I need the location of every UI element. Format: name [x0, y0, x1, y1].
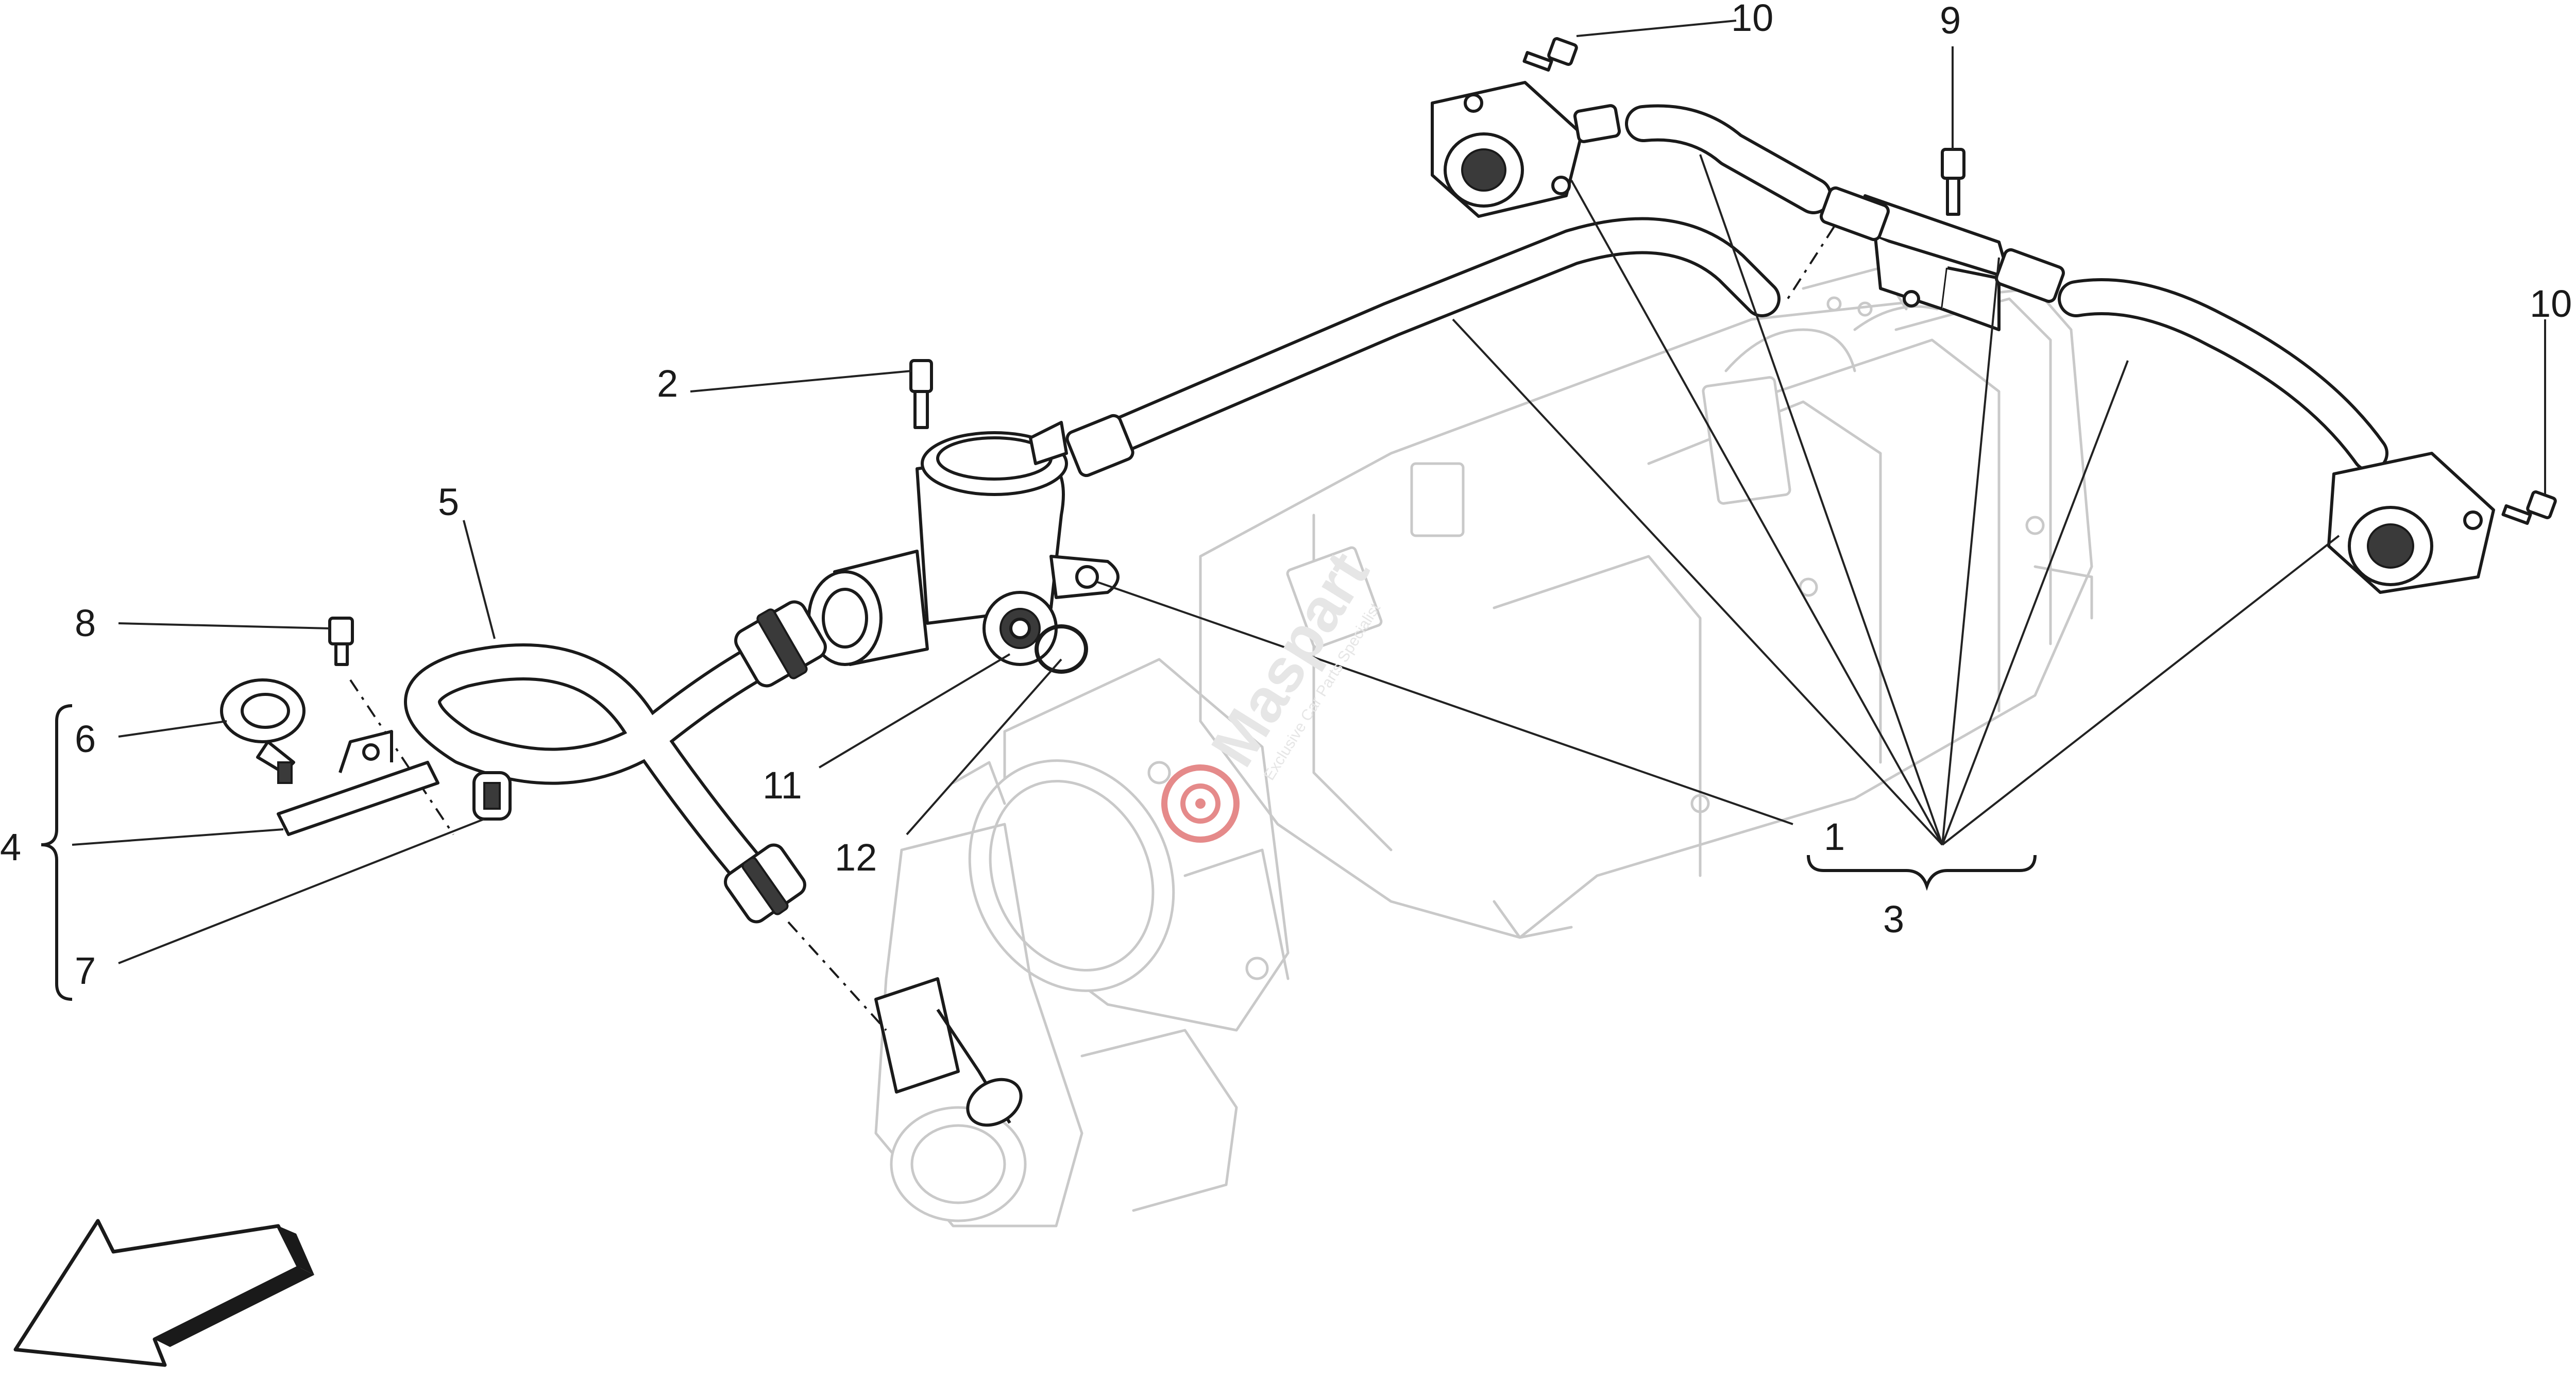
intake-manifold-ghost [1199, 266, 2093, 939]
callout-11: 11 [762, 764, 802, 807]
bracket-4[interactable] [277, 730, 439, 836]
callout-5: 5 [438, 481, 459, 523]
screw-8-axis [349, 679, 454, 836]
cover-top-left[interactable] [1431, 81, 1583, 218]
screw-10-top[interactable] [1522, 37, 1578, 72]
clip-7[interactable] [472, 771, 512, 821]
hose-right[interactable] [2058, 278, 2388, 472]
callout-6: 6 [75, 718, 96, 760]
screw-2[interactable] [909, 359, 933, 429]
cover-right[interactable] [2327, 452, 2495, 594]
callout-9: 9 [1940, 0, 1961, 42]
callout-12: 12 [835, 836, 877, 879]
callout-3: 3 [1883, 898, 1904, 941]
throttle-body-ghost [874, 658, 1290, 1227]
screw-9[interactable] [1941, 148, 1965, 216]
callout-10-right: 10 [2530, 282, 2572, 325]
screw-8[interactable] [328, 617, 354, 666]
hose-connector-left [734, 600, 827, 688]
cover-top-left-nipple [1573, 104, 1621, 143]
callout-1: 1 [1824, 815, 1845, 858]
screw-10-right[interactable] [2501, 490, 2557, 525]
arrow-down-left-icon [13, 1219, 314, 1367]
clamp-6[interactable] [220, 678, 306, 784]
callout-8: 8 [75, 602, 96, 644]
check-valve[interactable] [982, 591, 1058, 666]
callout-7: 7 [75, 949, 96, 992]
assembly-line-throttle [787, 921, 887, 1031]
leader-lines [72, 20, 2546, 964]
hose-upper-short[interactable] [1625, 104, 1832, 214]
maspart-wheel-logo-icon [1161, 764, 1240, 843]
hose-connector-lower [724, 843, 806, 924]
assembly-line-tpiece [1787, 226, 1835, 300]
brace-4 [41, 704, 73, 1001]
oil-separator[interactable] [807, 421, 1120, 666]
brace-3 [1807, 855, 2037, 891]
callout-2: 2 [657, 362, 678, 405]
hose-5[interactable] [404, 620, 822, 905]
t-piece[interactable] [1820, 186, 2065, 331]
o-ring[interactable] [1035, 624, 1088, 674]
hose-connector-upper [1065, 414, 1134, 478]
callout-4: 4 [0, 826, 21, 868]
callout-10-top: 10 [1731, 0, 1773, 39]
throttle-solenoid [874, 977, 1023, 1127]
hose-1-long[interactable] [1084, 217, 1781, 462]
maspart-watermark: Maspart Exclusive Car Parts Specialist [1161, 540, 1384, 843]
